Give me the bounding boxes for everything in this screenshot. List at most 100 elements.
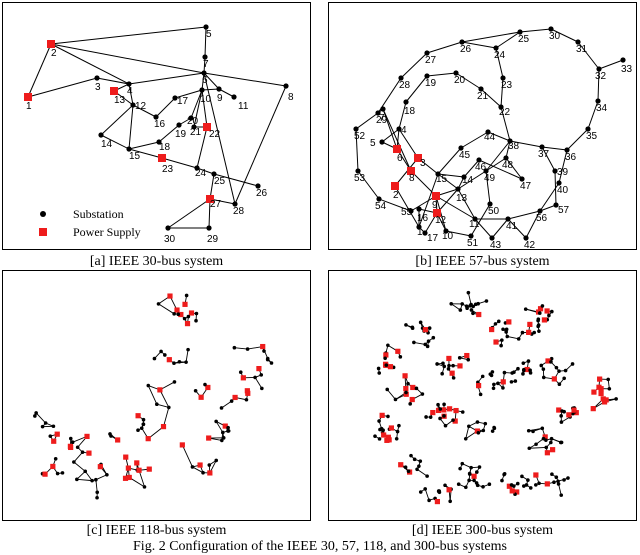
- substation-node-91: [436, 403, 440, 407]
- substation-node-142: [469, 466, 473, 470]
- node-label-32: 32: [595, 71, 607, 82]
- edge-25-30: [520, 29, 551, 32]
- edge-15-35: [186, 350, 188, 362]
- substation-node-261: [396, 430, 400, 434]
- substation-node-20: [178, 360, 182, 364]
- substation-node-192: [415, 387, 419, 391]
- node-label-26: 26: [256, 188, 268, 199]
- node-label-17: 17: [427, 233, 439, 244]
- substation-node-47: [527, 359, 531, 363]
- substation-node-16: [186, 348, 190, 352]
- substation-node-80: [475, 470, 479, 474]
- substation-node-90: [457, 482, 461, 486]
- node-label-12: 12: [435, 215, 447, 226]
- power-supply-node-33: [550, 447, 555, 452]
- node-label-16: 16: [154, 119, 166, 130]
- node-label-18: 18: [159, 142, 171, 153]
- substation-node-281: [524, 307, 528, 311]
- substation-node-294: [377, 371, 381, 375]
- node-label-24: 24: [494, 50, 506, 61]
- substation-node-284: [464, 437, 468, 441]
- substation-node-85: [448, 500, 452, 504]
- edge-53-211: [417, 469, 427, 476]
- substation-node-38: [72, 460, 76, 464]
- edge-16-163: [468, 293, 471, 305]
- substation-node-24: [220, 406, 224, 410]
- substation-node-285: [429, 415, 433, 419]
- power-supply-node-229: [446, 487, 451, 492]
- ieee300-graph: [329, 271, 637, 521]
- edge-25-26: [462, 32, 520, 42]
- substation-node-133: [547, 314, 551, 318]
- power-supply-node-232: [380, 413, 385, 418]
- substation-node-70: [136, 428, 140, 432]
- substation-node-123: [550, 472, 554, 476]
- edge-1-2: [28, 44, 51, 97]
- power-supply-node-251: [402, 373, 407, 378]
- substation-node-115: [427, 499, 431, 503]
- substation-node-69: [253, 376, 257, 380]
- substation-node-113: [537, 329, 541, 333]
- node-label-22: 22: [499, 107, 511, 118]
- substation-node-3: [94, 75, 99, 80]
- power-supply-node-111: [450, 371, 455, 376]
- node-label-21: 21: [190, 127, 202, 138]
- substation-node-17: [467, 291, 471, 295]
- power-supply-node-277: [510, 488, 515, 493]
- substation-node-168: [560, 420, 564, 424]
- node-label-6: 6: [202, 75, 208, 86]
- power-supply-node-174: [471, 474, 476, 479]
- power-supply-node-50: [189, 310, 194, 315]
- node-label-4: 4: [401, 125, 407, 136]
- substation-node-13: [455, 186, 460, 191]
- power-supply-node-282: [386, 435, 391, 440]
- power-supply-node-196: [533, 472, 538, 477]
- substation-node-119: [468, 472, 472, 476]
- substation-node-207: [471, 311, 475, 315]
- substation-node-27: [83, 469, 87, 473]
- power-supply-node-90: [68, 445, 73, 450]
- substation-node-31: [194, 319, 198, 323]
- edge-16-17: [156, 98, 175, 117]
- node-label-8: 8: [409, 173, 415, 184]
- edge-1-3: [28, 78, 97, 97]
- substation-node-14: [98, 132, 103, 137]
- substation-node-110: [52, 424, 56, 428]
- substation-node-287: [542, 437, 546, 441]
- node-label-45: 45: [459, 150, 471, 161]
- substation-node-75: [516, 482, 520, 486]
- edge-2-5: [51, 27, 206, 44]
- substation-node-21: [142, 423, 146, 427]
- substation-node-91: [81, 450, 85, 454]
- substation-node-218: [491, 370, 495, 374]
- substation-node-49: [492, 383, 496, 387]
- power-supply-node-78: [134, 460, 139, 465]
- power-supply-node-297: [410, 397, 415, 402]
- node-label-18: 18: [404, 106, 416, 117]
- substation-node-243: [614, 397, 618, 401]
- substation-node-71: [157, 302, 161, 306]
- power-supply-node-134: [489, 327, 494, 332]
- substation-node-52: [183, 317, 187, 321]
- substation-node-100: [153, 357, 157, 361]
- power-supply-node-33: [127, 475, 132, 480]
- substation-node-59: [105, 473, 109, 477]
- power-supply-node-190: [545, 450, 550, 455]
- substation-node-199: [404, 465, 408, 469]
- substation-node-278: [407, 469, 411, 473]
- power-supply-node-61: [126, 466, 131, 471]
- substation-node-67: [399, 355, 403, 359]
- substation-node-107: [140, 426, 144, 430]
- substation-node-129: [383, 356, 387, 360]
- substation-node-173: [426, 345, 430, 349]
- substation-node-10: [199, 87, 204, 92]
- node-label-7: 7: [203, 59, 209, 70]
- substation-node-279: [451, 418, 455, 422]
- substation-node-211: [471, 305, 475, 309]
- edge-27-28: [401, 53, 427, 78]
- substation-node-45: [203, 383, 207, 387]
- substation-node-215: [490, 374, 494, 378]
- node-label-15: 15: [436, 174, 448, 185]
- substation-node-296: [451, 364, 455, 368]
